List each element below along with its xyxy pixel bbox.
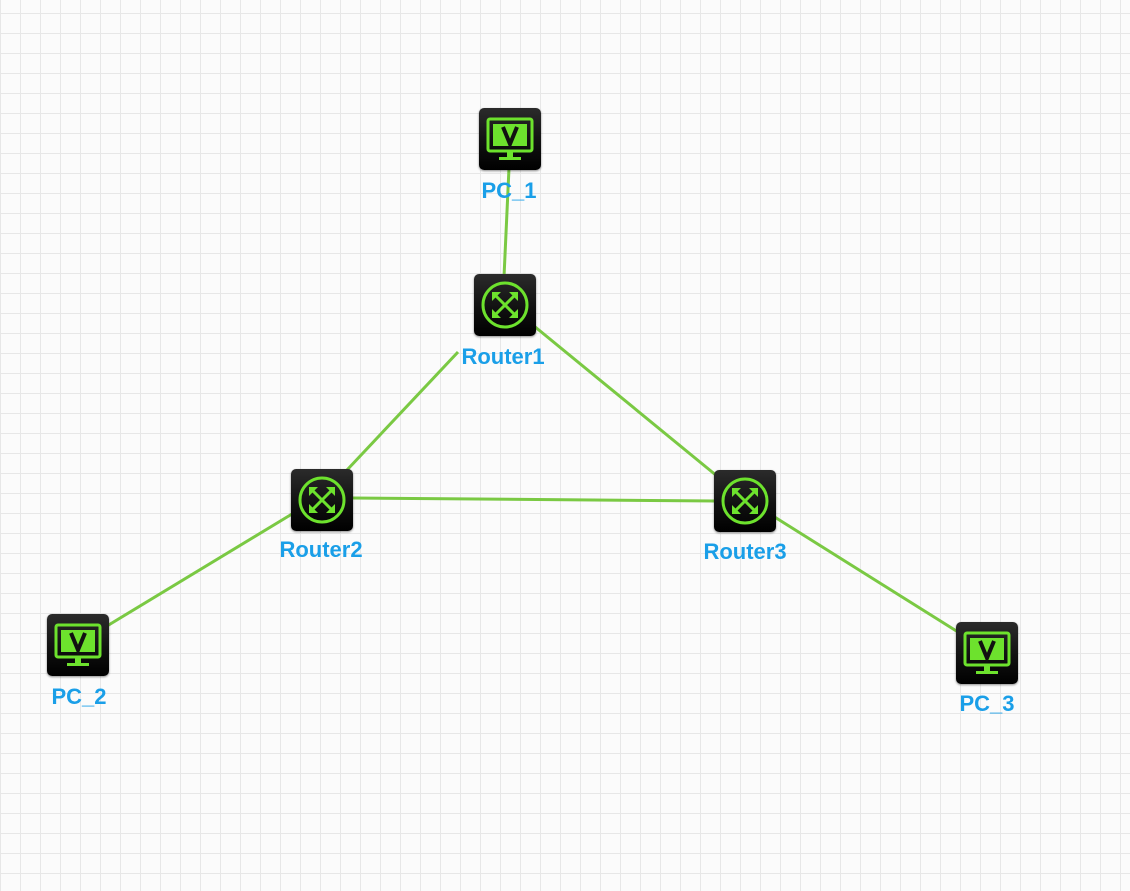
monitor-v-icon (54, 623, 102, 666)
link-router1-router2[interactable] (345, 350, 460, 472)
router2-label[interactable]: Router2 (279, 537, 363, 562)
router2-device[interactable] (291, 469, 353, 531)
pc2-device[interactable] (47, 614, 109, 676)
pc3-device[interactable] (956, 622, 1018, 684)
router3-label[interactable]: Router3 (703, 539, 787, 564)
pc1-device[interactable] (479, 108, 541, 170)
router-arrows-icon (481, 281, 529, 329)
link-pc1-router1[interactable] (502, 167, 511, 278)
pc2-label[interactable]: PC_2 (51, 684, 107, 709)
router3-device[interactable] (714, 470, 776, 532)
router-arrows-icon (721, 477, 769, 525)
link-router2-router3[interactable] (351, 496, 717, 503)
router1-device[interactable] (474, 274, 536, 336)
router-arrows-icon (298, 476, 346, 524)
router1-label[interactable]: Router1 (461, 344, 545, 369)
link-router3-pc3[interactable] (772, 514, 959, 634)
link-router2-pc2[interactable] (106, 512, 293, 628)
pc3-label[interactable]: PC_3 (959, 691, 1015, 716)
link-router1-router3[interactable] (533, 324, 718, 478)
monitor-v-icon (486, 117, 534, 160)
pc1-label[interactable]: PC_1 (481, 178, 537, 203)
monitor-v-icon (963, 631, 1011, 674)
